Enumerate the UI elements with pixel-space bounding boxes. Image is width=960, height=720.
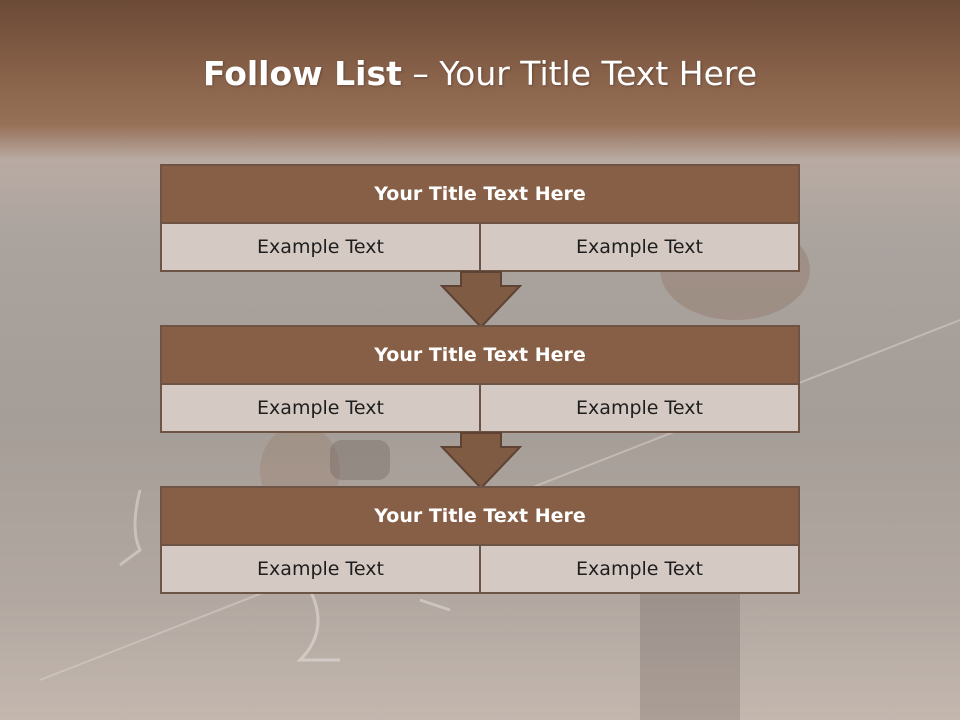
slide-title-rest: – Your Title Text Here (401, 54, 758, 93)
block-title: Your Title Text Here (162, 488, 798, 546)
block-row: Example Text Example Text (162, 385, 798, 431)
down-arrow-icon (440, 271, 522, 329)
down-arrow-icon (440, 432, 522, 490)
follow-block-1: Your Title Text Here Example Text Exampl… (160, 164, 800, 272)
block-title: Your Title Text Here (162, 327, 798, 385)
slide-title: Follow List – Your Title Text Here (0, 54, 960, 93)
block-cell-right: Example Text (479, 385, 798, 431)
block-title: Your Title Text Here (162, 166, 798, 224)
follow-block-2: Your Title Text Here Example Text Exampl… (160, 325, 800, 433)
block-cell-left: Example Text (162, 385, 479, 431)
block-cell-left: Example Text (162, 546, 479, 592)
block-row: Example Text Example Text (162, 546, 798, 592)
block-cell-left: Example Text (162, 224, 479, 270)
block-row: Example Text Example Text (162, 224, 798, 270)
follow-block-3: Your Title Text Here Example Text Exampl… (160, 486, 800, 594)
block-cell-right: Example Text (479, 224, 798, 270)
block-cell-right: Example Text (479, 546, 798, 592)
slide-title-bold: Follow List (202, 54, 402, 93)
